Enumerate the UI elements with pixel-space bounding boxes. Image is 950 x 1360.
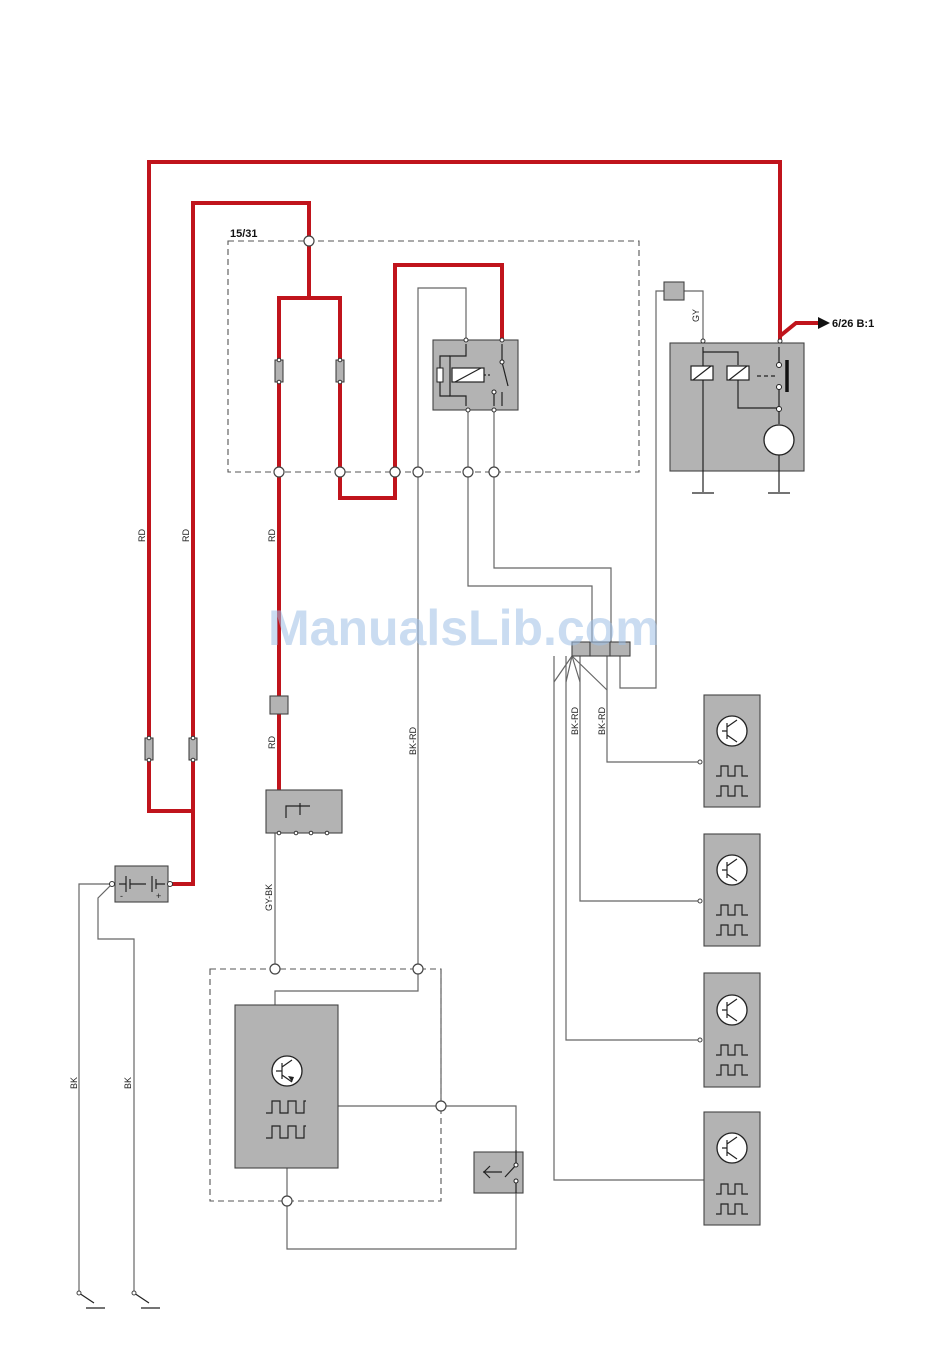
- signal-wires: [79, 288, 705, 1293]
- wheel-sensor: [698, 695, 760, 807]
- connector-arrow: [818, 317, 830, 329]
- wire-label-rd: RD: [137, 529, 147, 542]
- fuse: [189, 738, 197, 760]
- wheel-sensor: [698, 973, 760, 1087]
- fuse-box-label: 15/31: [230, 228, 258, 240]
- wire-label-bk: BK: [69, 1077, 79, 1089]
- battery: - +: [110, 866, 173, 902]
- control-unit: [235, 1005, 338, 1168]
- gy-connector: [664, 282, 684, 300]
- brake-switch: [474, 1150, 523, 1193]
- fuse: [275, 360, 283, 382]
- ground-symbol: [132, 1291, 160, 1308]
- relay: [433, 340, 518, 410]
- wire-label-rd: RD: [267, 529, 277, 542]
- wire-label-rd: RD: [267, 736, 277, 749]
- wheel-sensor: [698, 834, 760, 946]
- battery-minus: -: [120, 891, 123, 901]
- wheel-sensor: [704, 1112, 760, 1225]
- watermark: ManualsLib.com: [268, 600, 660, 656]
- wire-label-gy: GY: [691, 309, 701, 322]
- wire-label-bk-rd: BK-RD: [570, 706, 580, 735]
- wire-label-bk-rd: BK-RD: [408, 726, 418, 755]
- wire-label-rd: RD: [181, 529, 191, 542]
- sensor-module: [266, 790, 342, 835]
- ground-symbol: [77, 1291, 105, 1308]
- battery-plus: +: [156, 891, 161, 901]
- pump-motor-unit: [670, 343, 804, 493]
- wire-label-bk-rd: BK-RD: [597, 706, 607, 735]
- wire-label-gy-bk: GY-BK: [264, 884, 274, 911]
- fuse: [145, 738, 153, 760]
- connector-ref-label: 6/26 B:1: [832, 318, 874, 330]
- wire-label-bk: BK: [123, 1077, 133, 1089]
- inline-connector: [270, 696, 288, 714]
- fuse: [336, 360, 344, 382]
